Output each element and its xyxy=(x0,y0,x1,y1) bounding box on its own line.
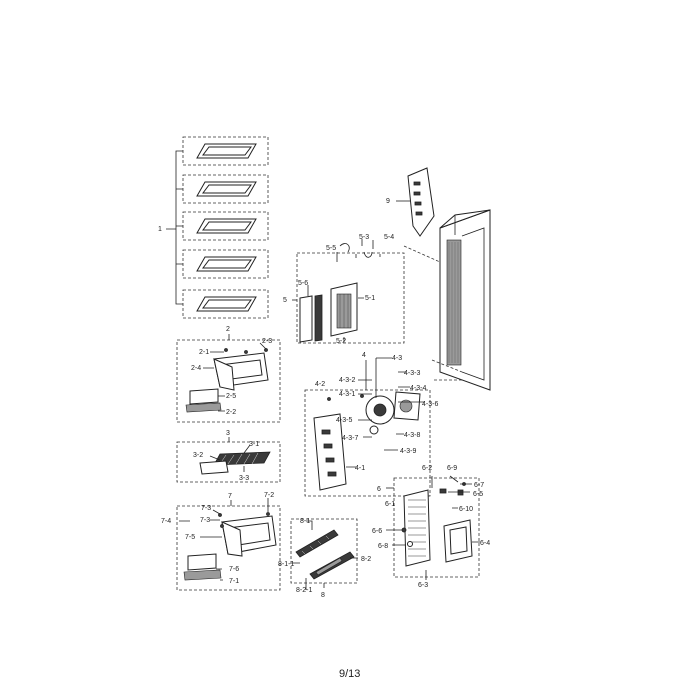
evaporator-group-6: 6 6-2 6-9 6-7 6-5 6-1 6-10 6-6 6-8 6-4 6… xyxy=(372,465,490,589)
callout-6-5: 6-5 xyxy=(473,491,483,498)
fan-group-4: 4 4-3 4-3-3 4-3-2 4-3-4 4-3-1 4-3-6 4-3-… xyxy=(304,352,438,497)
callout-2-1: 2-1 xyxy=(199,349,209,356)
callout-4-3: 4-3 xyxy=(392,355,402,362)
callout-4-3-7: 4-3-7 xyxy=(342,435,358,442)
callout-3-3: 3-3 xyxy=(239,475,249,482)
callout-4-3-4: 4-3-4 xyxy=(410,385,426,392)
callout-2-4: 2-4 xyxy=(191,365,201,372)
callout-6-10: 6-10 xyxy=(459,506,473,513)
callout-6-1: 6-1 xyxy=(385,501,395,508)
glass-shelf xyxy=(196,143,257,159)
callout-9: 9 xyxy=(386,198,390,205)
callout-5-3: 5-3 xyxy=(359,234,369,241)
page-number: 9/13 xyxy=(339,668,360,680)
callout-2: 2 xyxy=(226,326,230,333)
callout-8: 8 xyxy=(321,592,325,599)
callout-7-3b: 7-3 xyxy=(200,517,210,524)
callout-5-6: 5-6 xyxy=(298,280,308,287)
shelf-group-1: 1 xyxy=(158,136,269,319)
callout-5-4: 5-4 xyxy=(384,234,394,241)
callout-1: 1 xyxy=(158,226,162,233)
drawer-group-2: 2 2-1 2-3 2-4 2-5 2-2 xyxy=(176,326,281,423)
rail-group-8: 8 8-1 8-1-1 8-2-1 8-2 xyxy=(278,518,371,599)
callout-6-6: 6-6 xyxy=(372,528,382,535)
callout-6-7: 6-7 xyxy=(474,482,484,489)
callout-5-2: 5-2 xyxy=(336,338,346,345)
glass-shelf xyxy=(196,256,257,272)
upper-rail xyxy=(295,529,339,558)
callout-4-2: 4-2 xyxy=(315,381,325,388)
glass-shelf xyxy=(196,218,257,234)
fan-motor xyxy=(365,391,421,435)
evaporator-plate xyxy=(443,519,473,563)
duct-part-9: 9 xyxy=(386,167,435,237)
glass-shelf xyxy=(196,181,257,197)
callout-3: 3 xyxy=(226,430,230,437)
callout-5-5: 5-5 xyxy=(326,245,336,252)
callout-7-4: 7-4 xyxy=(161,518,171,525)
callout-4-3-5: 4-3-5 xyxy=(336,417,352,424)
callout-6-8: 6-8 xyxy=(378,543,388,550)
callout-7-1: 7-1 xyxy=(229,578,239,585)
callout-4-3-2: 4-3-2 xyxy=(339,377,355,384)
callout-2-3: 2-3 xyxy=(262,338,272,345)
callout-6: 6 xyxy=(377,486,381,493)
callout-4-3-6: 4-3-6 xyxy=(422,401,438,408)
evaporator-coil xyxy=(403,489,431,567)
callout-4-1: 4-1 xyxy=(355,465,365,472)
callout-8-2-1: 8-2-1 xyxy=(296,587,312,594)
callout-7-5: 7-5 xyxy=(185,534,195,541)
callout-7-6: 7-6 xyxy=(229,566,239,573)
callout-7: 7 xyxy=(228,493,232,500)
callout-7-2: 7-2 xyxy=(264,492,274,499)
callout-6-2: 6-2 xyxy=(422,465,432,472)
callout-7-3: 7-3 xyxy=(201,505,211,512)
callout-4-3-1: 4-3-1 xyxy=(339,391,355,398)
callout-5: 5 xyxy=(283,297,287,304)
callout-5-1: 5-1 xyxy=(365,295,375,302)
cabinet-body xyxy=(403,209,491,391)
callout-8-1-1: 8-1-1 xyxy=(278,561,294,568)
callout-2-5: 2-5 xyxy=(226,393,236,400)
evap-frame xyxy=(330,282,358,337)
callout-4-3-3: 4-3-3 xyxy=(404,370,420,377)
callout-6-3: 6-3 xyxy=(418,582,428,589)
lower-drawer xyxy=(221,515,277,557)
callout-6-9: 6-9 xyxy=(447,465,457,472)
callout-2-2: 2-2 xyxy=(226,409,236,416)
callout-4-3-8: 4-3-8 xyxy=(404,432,420,439)
lower-drawer-cover xyxy=(183,553,222,581)
drawer-cover xyxy=(185,388,222,413)
crisper-drawer xyxy=(213,352,269,391)
callout-8-2: 8-2 xyxy=(361,556,371,563)
evap-group-5: 5 5-3 5-4 5-5 5-6 5-1 5-2 xyxy=(283,234,405,345)
callout-3-2: 3-2 xyxy=(193,452,203,459)
callout-3-1: 3-1 xyxy=(249,441,259,448)
drawer-group-7: 7 7-4 7-3 7-3 7-2 7-5 7-6 7-1 xyxy=(161,492,281,591)
callout-6-4: 6-4 xyxy=(480,540,490,547)
callout-4: 4 xyxy=(362,352,366,359)
fan-duct-panel xyxy=(313,413,347,491)
lower-rail xyxy=(309,551,355,580)
cover-group-3: 3 3-1 3-2 3-3 xyxy=(176,430,281,483)
glass-shelf xyxy=(196,296,257,312)
callout-4-3-9: 4-3-9 xyxy=(400,448,416,455)
callout-8-1: 8-1 xyxy=(300,518,310,525)
